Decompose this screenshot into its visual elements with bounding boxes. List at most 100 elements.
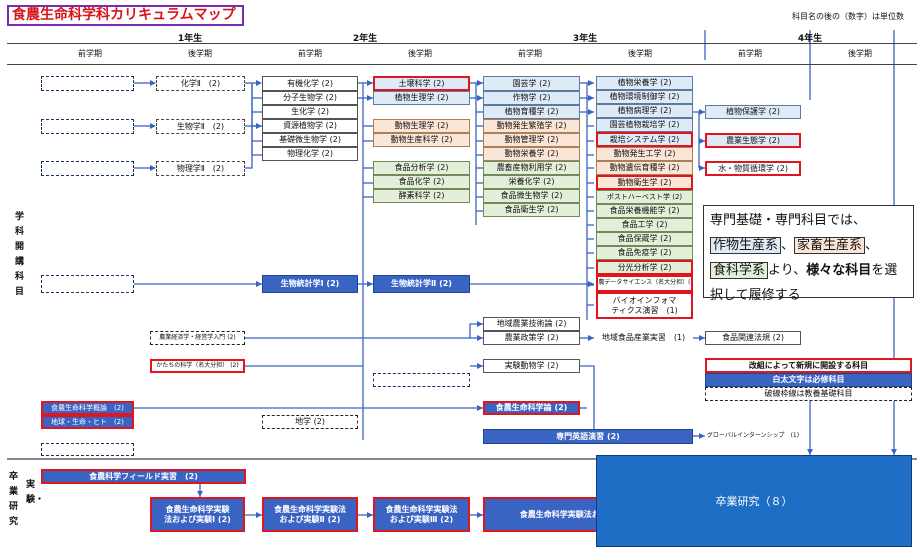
- course-shokuhin-bunseki: 食品分析学 (2): [373, 161, 470, 175]
- course-seibutsu-tokei-1: 生物統計学Ⅰ (2): [262, 275, 358, 293]
- legend-required: 白太文字は必修科目: [705, 373, 912, 387]
- course-kagaku-2: 化学Ⅱ (2): [156, 76, 245, 91]
- course-shonenji-seminar: 初年次セミナー (2): [41, 443, 134, 456]
- course-shokuhin-kogaku: 食品工学 (2): [596, 218, 693, 232]
- course-jikken-1-line2: 法および実験Ⅰ (2): [164, 514, 231, 524]
- course-kiso-sugaku: 基礎数学 (2): [41, 275, 134, 293]
- course-butsuri-1: 物理学Ⅰ (2): [41, 161, 134, 176]
- year-4: 4年生: [797, 34, 823, 44]
- callout-sep1: 、: [781, 238, 795, 253]
- course-jikken-2-line2: および実験Ⅱ (2): [279, 514, 341, 524]
- course-nogyo-keizai: 農業経済学・経営学入門 (2): [150, 331, 245, 345]
- callout-mid: より、: [768, 263, 807, 278]
- tag-livestock: 家畜生産系: [794, 237, 866, 254]
- course-seibutsu-1: 生物学Ⅰ (2): [41, 119, 134, 134]
- course-butsuri-kagaku: 物理化学 (2): [262, 147, 358, 161]
- course-koso-kagaku: 酵素科学 (2): [373, 189, 470, 203]
- course-seibutsu-2: 生物学Ⅱ (2): [156, 119, 245, 134]
- course-chiiki-shokuhin-jisshu: 地域食品産業実習 (1): [594, 331, 693, 345]
- course-dobutsu-kanri: 動物管理学 (2): [483, 133, 580, 147]
- course-shokuhin-hoki: 食品関連法規 (2): [705, 331, 801, 345]
- course-shokuhin-meneki: 食品免疫学 (2): [596, 246, 693, 260]
- course-dojo-kagaku: 土壌科学 (2): [373, 76, 470, 91]
- course-dobutsu-eiyo: 動物栄養学 (2): [483, 147, 580, 161]
- course-nochikusan-riyo: 農畜産物利用学 (2): [483, 161, 580, 175]
- course-sotsugyo-kenkyu: 卒業研究（８）: [596, 455, 912, 547]
- tag-food: 食科学系: [710, 262, 769, 279]
- course-engei: 園芸学 (2): [483, 76, 580, 91]
- course-jikken-3-line1: 食農生命科学実験法: [385, 505, 458, 515]
- course-eiyo-kagaku: 栄養化学 (2): [483, 175, 580, 189]
- side-label-gakka: 学科開講科目: [15, 212, 25, 297]
- course-senmon-eigo: 専門英語演習 (2): [483, 429, 693, 444]
- course-chiiki-nogyo: 地域農業技術論 (2): [483, 317, 580, 331]
- course-global-internship: グローバルインターンシップ (1): [705, 429, 801, 444]
- course-nogyo-seitai: 農業生態学 (2): [705, 133, 801, 148]
- course-jikken-1-line1: 食農生命科学実験: [165, 505, 230, 515]
- course-saibai-system: 栽培システム学 (2): [596, 132, 693, 147]
- year-2: 2年生: [352, 34, 378, 44]
- course-jikken-dobutsu: 実験動物学 (2): [483, 359, 580, 373]
- course-shigen-shokubutsu: 資源植物学 (2): [262, 119, 358, 133]
- semester-8: 後学期: [848, 49, 872, 58]
- course-shokubutsu-hogo: 植物保護学 (2): [705, 105, 801, 119]
- callout-sep2: 、: [865, 238, 879, 253]
- semester-7: 前学期: [738, 49, 762, 58]
- course-field-jisshu: 食農科学フィールド実習 (2): [41, 469, 246, 484]
- course-shokuhin-biseibutsu: 食品微生物学 (2): [483, 189, 580, 203]
- semester-5: 前学期: [518, 49, 542, 58]
- tag-crop: 作物生産系: [710, 237, 782, 254]
- course-katachi: かたちの科学（名大分担） (2): [150, 359, 245, 373]
- semester-6: 後学期: [628, 49, 652, 58]
- course-shokuno-ron: 食農生命科学論 (2): [483, 401, 580, 415]
- header-divider-2: [7, 64, 917, 65]
- course-butsuri-2: 物理学Ⅱ (2): [156, 161, 245, 176]
- credit-note: 科目名の後の（数字）は単位数: [792, 12, 904, 21]
- callout-end: を選: [871, 263, 898, 278]
- semester-4: 後学期: [408, 49, 432, 58]
- course-bioinformatics: バイオインフォマ ティクス演習 (1): [596, 292, 693, 319]
- course-shokubutsu-seiri: 植物生理学 (2): [373, 91, 470, 105]
- course-shokubutsu-ikushu: 植物育種学 (2): [483, 105, 580, 119]
- course-shokubutsu-kankyo: 植物環境制御学 (2): [596, 90, 693, 104]
- course-bioinformatics-line2: ティクス演習 (1): [611, 305, 678, 315]
- course-nogyo-seisaku: 農業政策学 (2): [483, 331, 580, 345]
- course-shokuhin-eiyo-kino: 食品栄養機能学 (2): [596, 204, 693, 218]
- course-chigaku: 地学 (2): [262, 415, 358, 429]
- course-sakumotsu: 作物学 (2): [483, 91, 580, 105]
- course-gairon: 食農生命科学概論 (2): [41, 401, 134, 415]
- course-shokuhin-kagaku: 食品化学 (2): [373, 175, 470, 189]
- callout-box: 専門基礎・専門科目では、 作物生産系、家畜生産系、 食科学系より、様々な科目を選…: [703, 205, 914, 303]
- course-dobutsu-hassei-kogaku: 動物発生工学 (2): [596, 147, 693, 161]
- course-kagaku-1: 化学Ⅰ (2): [41, 76, 134, 91]
- course-yuki-kagaku: 有機化学 (2): [262, 76, 358, 91]
- course-jikken-3-line2: および実験Ⅲ (2): [389, 514, 454, 524]
- course-seimei-rinri: 生命倫理学 (2): [373, 373, 470, 387]
- callout-bold: 様々な科目: [806, 263, 872, 278]
- course-bunshi-seibutsu: 分子生物学 (2): [262, 91, 358, 105]
- course-jikken-2-line1: 食農生命科学実験法: [274, 505, 346, 515]
- side-label-jikken: 実験・: [26, 480, 45, 505]
- course-dobutsu-seiri: 動物生理学 (2): [373, 119, 470, 133]
- course-data-science: 食農データサイエンス（名大分担）(2): [596, 275, 693, 292]
- legend-new: 改組によって新規に開設する科目: [705, 358, 912, 373]
- course-shokubutsu-eiyo: 植物栄養学 (2): [596, 76, 693, 90]
- semester-2: 後学期: [188, 49, 212, 58]
- course-kiso-biseibutsu: 基礎微生物学 (2): [262, 133, 358, 147]
- course-chikyu-seimei-hito: 地球・生命・ヒト (2): [41, 415, 134, 429]
- course-bunko-bunseki: 分光分析学 (2): [596, 260, 693, 275]
- course-shokubutsu-byori: 植物病理学 (2): [596, 104, 693, 118]
- course-dobutsu-iden-ikushu: 動物遺伝育種学 (2): [596, 161, 693, 175]
- course-seibutsu-tokei-2: 生物統計学Ⅱ (2): [373, 275, 470, 293]
- course-jikken-1: 食農生命科学実験 法および実験Ⅰ (2): [150, 497, 245, 532]
- course-jikken-3: 食農生命科学実験法 および実験Ⅲ (2): [373, 497, 470, 532]
- course-bioinformatics-line1: バイオインフォマ: [612, 296, 677, 306]
- course-shokuhin-eisei: 食品衛生学 (2): [483, 203, 580, 217]
- year-1: 1年生: [177, 34, 203, 44]
- course-post-harvest: ポストハーベスト学 (2): [596, 190, 693, 204]
- course-mizu-busshitsu: 水・物質循環学 (2): [705, 161, 801, 176]
- header-divider: [7, 43, 917, 44]
- course-dobutsu-hassei-hanshoku: 動物発生繁殖学 (2): [483, 119, 580, 133]
- callout-line4: 択して履修する: [710, 288, 801, 303]
- side-label-sotsugyo: 卒業研究: [9, 472, 19, 527]
